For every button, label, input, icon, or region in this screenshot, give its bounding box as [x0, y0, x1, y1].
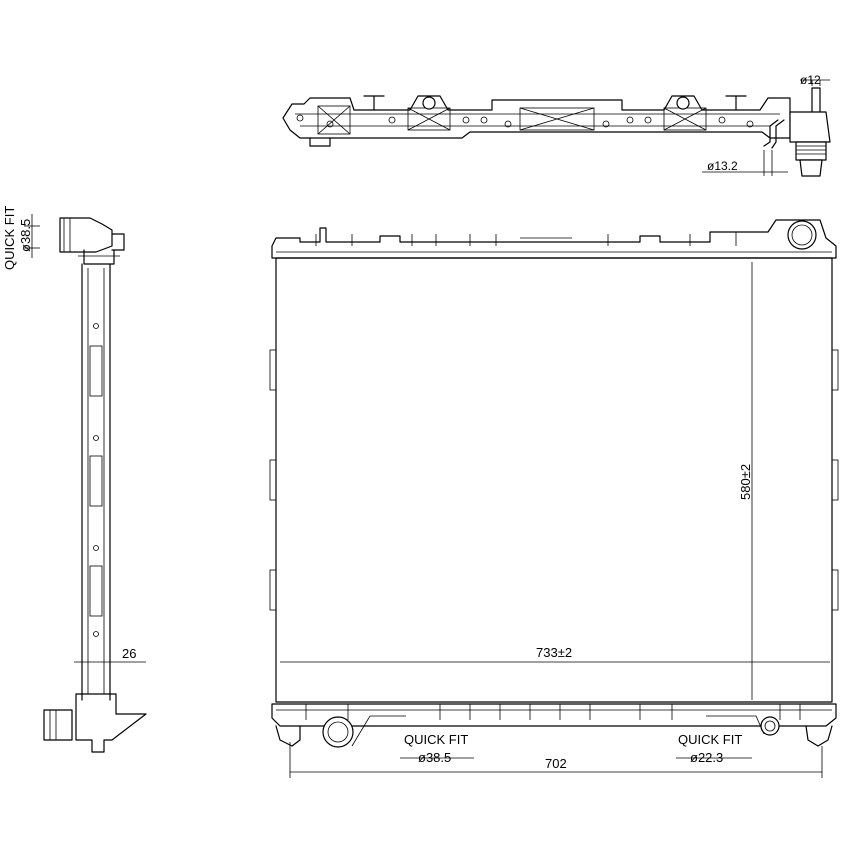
bottom-left-fit-dia: ø38.5: [418, 750, 451, 765]
dim-overall-width: 702: [545, 756, 567, 771]
front-view: [269, 219, 839, 778]
bottom-right-fit-dia: ø22.3: [690, 750, 723, 765]
dim-core-width: 733±2: [536, 645, 572, 660]
bottom-right-fit-label: QUICK FIT: [678, 732, 742, 747]
top-view: [282, 79, 831, 177]
bottom-left-fit-label: QUICK FIT: [404, 732, 468, 747]
dim-core-height: 580±2: [738, 464, 753, 500]
dim-side-depth: 26: [122, 646, 136, 661]
side-view: [24, 214, 147, 753]
dim-top-pipe: ø13.2: [707, 159, 738, 173]
side-fit-label: QUICK FIT: [2, 206, 17, 270]
dim-top-outlet: ø12: [800, 73, 821, 87]
side-fit-dia: ø38.5: [18, 219, 33, 252]
